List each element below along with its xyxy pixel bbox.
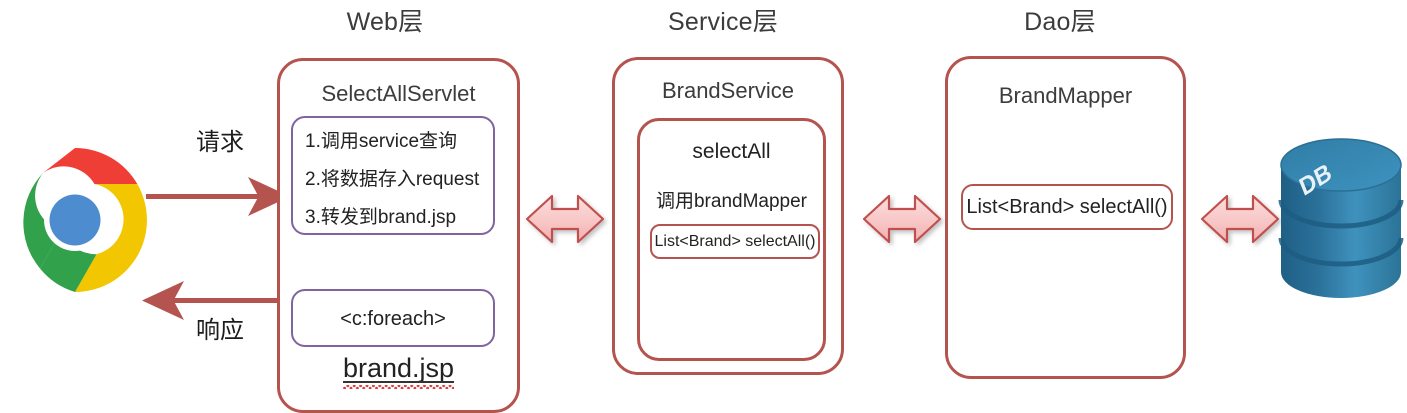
jsp-filename-text: brand.jsp xyxy=(342,353,455,389)
web-service-double-arrow xyxy=(525,194,605,244)
servlet-step-3: 3.转发到brand.jsp xyxy=(305,207,457,228)
web-layer-box: SelectAllServlet 1.调用service查询 2.将数据存入re… xyxy=(277,58,520,413)
dao-signature-pill: List<Brand> selectAll() xyxy=(961,184,1173,230)
jsp-foreach-label: <c:foreach> xyxy=(340,308,446,330)
layer-title-dao: Dao层 xyxy=(1024,8,1096,36)
chrome-browser-logo xyxy=(23,148,147,292)
jsp-filename: brand.jsp xyxy=(280,353,517,389)
service-method-title: selectAll xyxy=(692,140,771,163)
service-method-box: selectAll 调用brandMapper List<Brand> sele… xyxy=(637,118,826,361)
servlet-step-2: 2.将数据存入request xyxy=(305,169,480,190)
service-layer-box: BrandService selectAll 调用brandMapper Lis… xyxy=(612,57,844,375)
servlet-steps-box: 1.调用service查询 2.将数据存入request 3.转发到brand.… xyxy=(291,116,495,235)
layer-title-service: Service层 xyxy=(668,8,778,36)
jsp-foreach-box: <c:foreach> xyxy=(291,289,495,347)
dao-layer-title: BrandMapper xyxy=(998,83,1133,108)
service-signature-pill: List<Brand> selectAll() xyxy=(650,224,820,259)
servlet-step-1: 1.调用service查询 xyxy=(305,131,458,152)
dao-signature-text: List<Brand> selectAll() xyxy=(966,195,1168,218)
service-layer-title: BrandService xyxy=(661,78,795,103)
request-label: 请求 xyxy=(196,129,244,156)
layer-title-web: Web层 xyxy=(346,8,424,36)
dao-layer-box: BrandMapper List<Brand> selectAll() xyxy=(945,56,1186,379)
database-cylinder: DB xyxy=(1278,138,1404,298)
dao-db-double-arrow xyxy=(1200,194,1280,244)
web-layer-title: SelectAllServlet xyxy=(321,81,476,106)
service-signature-text: List<Brand> selectAll() xyxy=(654,232,816,250)
service-call-text: 调用brandMapper xyxy=(655,191,808,212)
response-label: 响应 xyxy=(196,317,244,344)
service-dao-double-arrow xyxy=(862,194,942,244)
